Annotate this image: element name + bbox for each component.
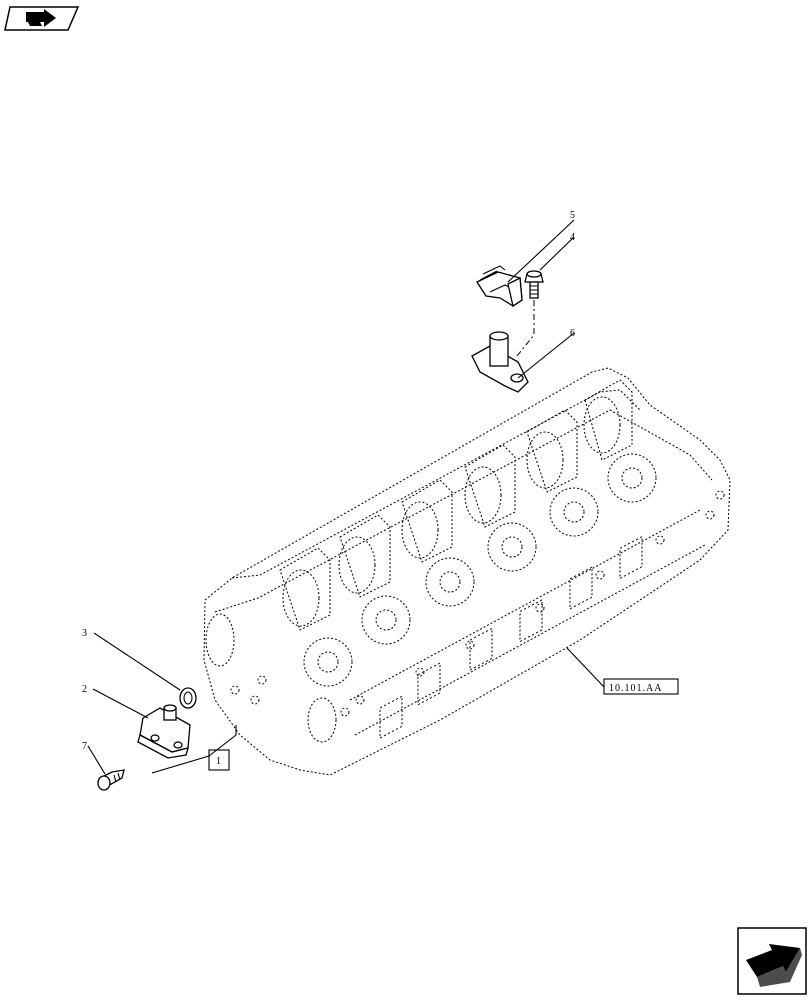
group-ref-box[interactable]: 10.101.AA: [603, 678, 679, 695]
callout-2: 2: [82, 684, 87, 695]
group-ref-label: 10.101.AA: [609, 683, 662, 694]
part-7-bolt: [97, 769, 125, 791]
part-2-cover-plate: [137, 704, 191, 759]
assembly-line-4: [516, 300, 535, 357]
prev-page-arrow-icon[interactable]: [4, 6, 80, 31]
kit-ref-box[interactable]: 1: [208, 749, 230, 771]
injector-bosses: [303, 453, 657, 687]
side-face-openings: [349, 509, 706, 739]
callout-5: 5: [570, 210, 575, 221]
side-bolt-holes: [230, 490, 725, 717]
callout-6: 6: [570, 328, 575, 339]
part-4-screw: [524, 270, 544, 299]
next-page-arrow-icon[interactable]: [737, 927, 807, 995]
part-5-clamp: [476, 265, 523, 308]
leader-lines: [87, 219, 605, 775]
callout-7: 7: [82, 741, 87, 752]
kit-ref-label: 1: [216, 756, 221, 767]
part-6-bracket: [471, 331, 529, 393]
callout-4: 4: [570, 232, 575, 243]
intake-ports: [205, 396, 621, 743]
cylinder-head: [203, 367, 731, 776]
part-3-seal-ring: [179, 687, 197, 709]
rocker-pedestals: [279, 379, 633, 631]
callout-3: 3: [82, 628, 87, 639]
